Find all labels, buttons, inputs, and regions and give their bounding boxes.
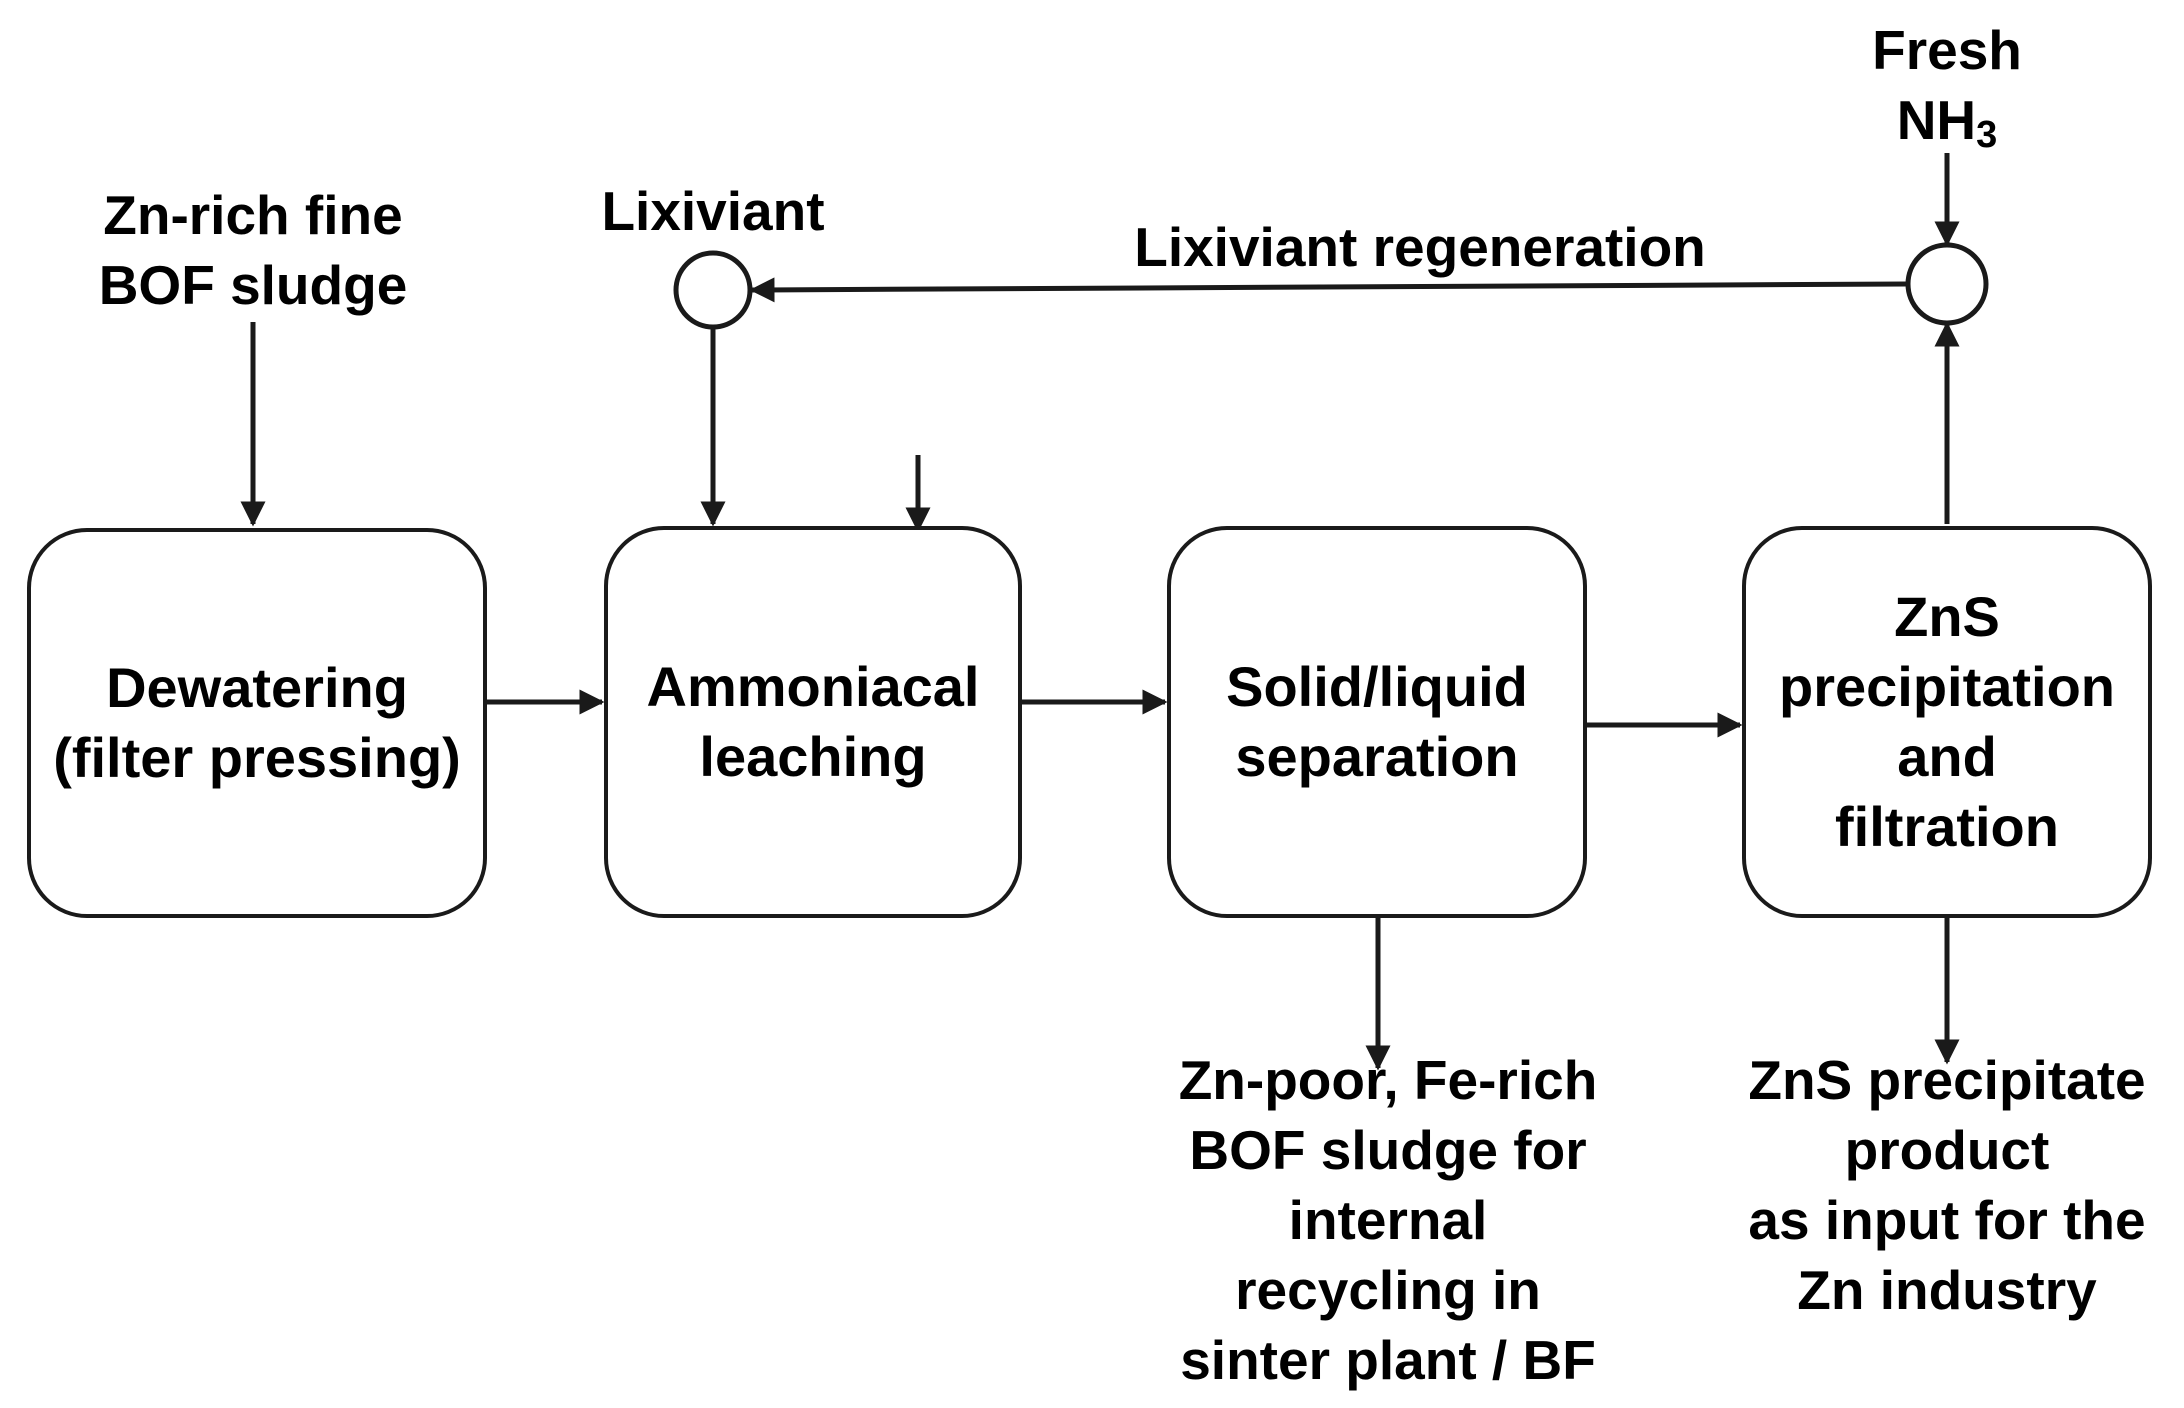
text-line: as input for the — [1748, 1189, 2146, 1251]
process-label-zns-precipitation: ZnS precipitation and filtration — [1779, 582, 2115, 862]
process-label-solid-liquid-separation: Solid/liquid separation — [1226, 652, 1528, 792]
text-line: Zn-poor, Fe-rich — [1178, 1049, 1598, 1111]
process-box-zns-precipitation: ZnS precipitation and filtration — [1742, 526, 2152, 918]
feed-label: Zn-rich fine BOF sludge — [53, 180, 453, 320]
lixiviant-regeneration-label: Lixiviant regeneration — [1080, 212, 1760, 282]
regeneration-junction-node — [1905, 242, 1989, 326]
text-line: filtration — [1835, 795, 2059, 858]
text-line: Dewatering — [106, 656, 408, 719]
text-formula-subscript: 3 — [1976, 114, 1998, 156]
lixiviant-label: Lixiviant — [573, 176, 853, 246]
text-line: Zn-rich fine — [103, 184, 403, 246]
process-label-dewatering: Dewatering (filter pressing) — [53, 653, 461, 793]
text-line: Lixiviant regeneration — [1134, 216, 1706, 278]
text-line: Fresh — [1872, 19, 2022, 81]
lixiviant-junction-node — [673, 250, 753, 330]
zns-product-output-label: ZnS precipitate product as input for the… — [1712, 1045, 2182, 1325]
text-line: recycling in — [1235, 1259, 1541, 1321]
text-line: sinter plant / BF — [1180, 1329, 1596, 1391]
text-line: product — [1844, 1119, 2050, 1181]
text-line: BOF sludge for — [1189, 1119, 1587, 1181]
text-line: ZnS — [1894, 585, 2000, 648]
process-label-ammoniacal-leaching: Ammoniacal leaching — [647, 652, 980, 792]
text-line: precipitation — [1778, 655, 2116, 718]
text-line: and — [1897, 725, 1997, 788]
text-line: Solid/liquid — [1226, 655, 1528, 718]
text-line: Zn industry — [1797, 1259, 2097, 1321]
text-line: leaching — [699, 725, 927, 788]
text-line: Ammoniacal — [646, 655, 980, 718]
text-line: BOF sludge — [98, 254, 408, 316]
text-line: internal — [1288, 1189, 1488, 1251]
nh3-formula: NH3 — [1807, 85, 2087, 155]
sludge-output-label: Zn-poor, Fe-rich BOF sludge for internal… — [1138, 1045, 1638, 1395]
text-line: separation — [1235, 725, 1519, 788]
text-line: (filter pressing) — [53, 726, 461, 789]
process-box-ammoniacal-leaching: Ammoniacal leaching — [604, 526, 1022, 918]
arrow-lixiviant-regeneration — [749, 277, 1909, 303]
process-box-dewatering: Dewatering (filter pressing) — [27, 528, 487, 918]
text-line: Lixiviant — [601, 180, 825, 242]
process-box-solid-liquid-separation: Solid/liquid separation — [1167, 526, 1587, 918]
text-line: ZnS precipitate — [1748, 1049, 2146, 1111]
fresh-nh3-label: Fresh NH3 — [1807, 15, 2087, 155]
text-formula-base: NH — [1896, 89, 1977, 151]
